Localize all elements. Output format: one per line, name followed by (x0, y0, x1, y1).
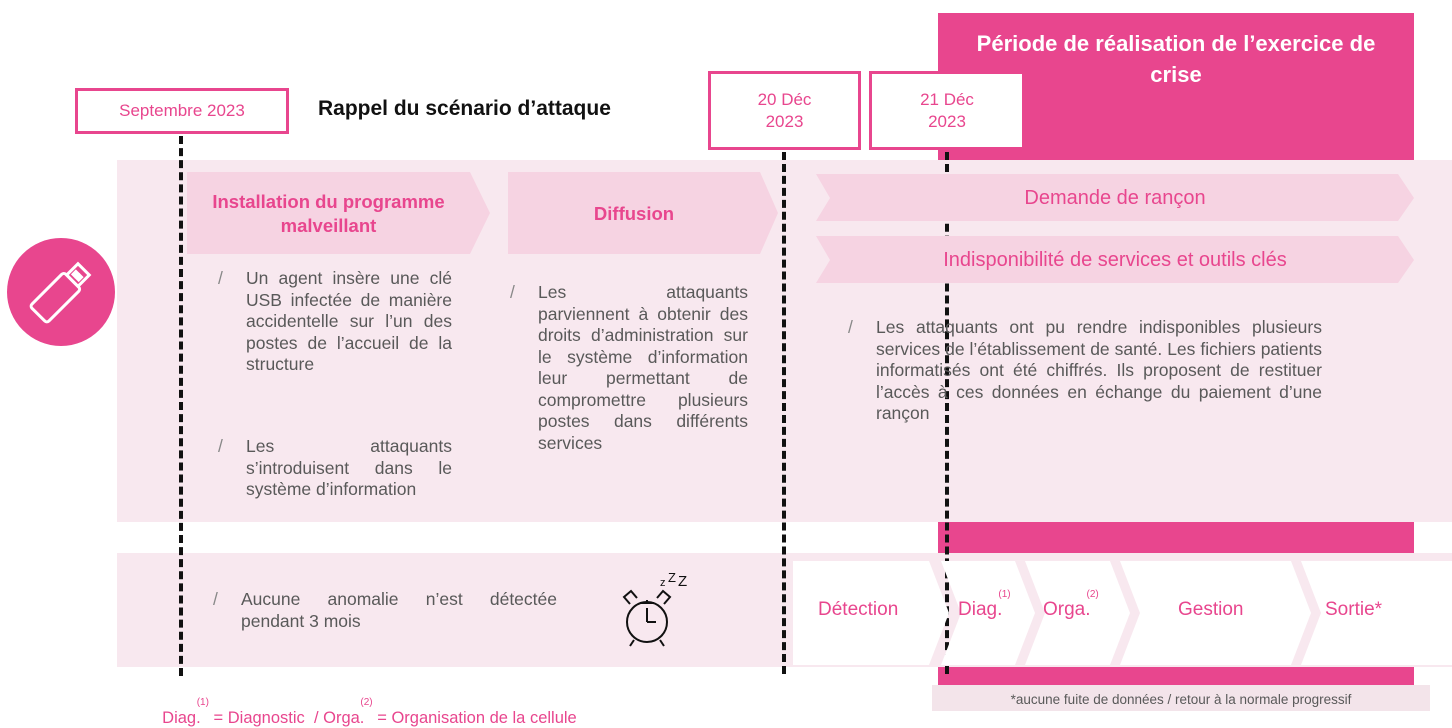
timeline-marker-20-dec (782, 152, 786, 674)
footnote-right: *aucune fuite de données / retour à la n… (1010, 692, 1352, 707)
exercise-period-title: Période de réalisation de l’exercice de … (976, 31, 1376, 87)
installation-arrow (187, 172, 490, 254)
exercise-band-bottom (938, 667, 1414, 685)
bullet-text: Les attaquants parviennent à obtenir des… (538, 282, 748, 453)
usb-key-icon (7, 238, 115, 346)
indispo-arrow (816, 236, 1414, 283)
rancon-label: Demande de rançon (1024, 187, 1206, 209)
bullet-rancon-1: / Les attaquants ont pu rendre indisponi… (848, 317, 1322, 425)
exercise-band-mid (938, 522, 1414, 553)
bullet-installation-2: / Les attaquants s’introduisent dans le … (218, 436, 452, 501)
timeline-marker-september (179, 136, 183, 676)
bullet-mark: / (218, 436, 223, 456)
bullet-text: Les attaquants ont pu rendre indisponibl… (876, 317, 1322, 423)
svg-text:z: z (660, 577, 666, 589)
indispo-label: Indisponibilité de services et outils cl… (943, 249, 1287, 271)
step-gestion: Gestion (1178, 599, 1244, 620)
sleeping-alarm-clock-icon: z Z Z (622, 572, 687, 647)
step-orga-label: Orga. (1043, 599, 1091, 620)
page-title: Rappel du scénario d’attaque (318, 97, 611, 120)
footnote-diag-sup: (1) (196, 697, 209, 708)
date-20-dec-label: 20 Déc 2023 (757, 89, 812, 131)
diffusion-label: Diffusion (593, 203, 675, 224)
step-orga: Orga.(2) (1043, 589, 1099, 621)
step-detection: Détection (818, 599, 899, 620)
footnote-right-box (932, 685, 1430, 711)
step-diag-sup: (1) (998, 589, 1011, 600)
step-orga-sup: (2) (1086, 589, 1099, 600)
timeline-marker-21-dec (945, 152, 949, 674)
bullet-mark: / (213, 589, 218, 609)
rancon-arrow (816, 174, 1414, 221)
footnote-orga-def: = Organisation de la cellule (372, 709, 577, 727)
step-diag: Diag.(1) (958, 589, 1011, 621)
footnote-diag-def: = Diagnostic / (208, 709, 324, 727)
footnote-orga: Orga. (323, 709, 365, 727)
step-chevrons (793, 561, 1452, 665)
step-diag-label: Diag. (958, 599, 1003, 620)
bullet-mark: / (510, 282, 515, 302)
date-20-dec: 20 Déc 2023 (708, 71, 861, 150)
diffusion-arrow (508, 172, 778, 254)
footnote-diag: Diag. (162, 709, 201, 727)
date-21-dec: 21 Déc 2023 (869, 71, 1025, 150)
svg-text:Z: Z (678, 573, 687, 590)
bullet-mark: / (848, 317, 853, 337)
installation-label: Installation du programme malveillant (212, 191, 445, 236)
footnote-left: Diag.(1) = Diagnostic / Orga.(2) = Organ… (153, 690, 577, 728)
footnote-orga-sup: (2) (360, 697, 373, 708)
bullet-text: Un agent insère une clé USB infectée de … (246, 268, 452, 374)
bullet-diffusion-1: / Les attaquants parviennent à obtenir d… (510, 282, 748, 454)
bullet-text: Aucune anomalie n’est détectée pendant 3… (241, 589, 557, 631)
date-september: Septembre 2023 (75, 88, 289, 134)
bullet-no-anomaly: / Aucune anomalie n’est détectée pendant… (213, 589, 557, 632)
svg-text:Z: Z (668, 572, 676, 585)
bullet-mark: / (218, 268, 223, 288)
step-sortie: Sortie* (1325, 599, 1383, 620)
bullet-installation-1: / Un agent insère une clé USB infectée d… (218, 268, 452, 376)
date-21-dec-label: 21 Déc 2023 (920, 89, 974, 131)
bullet-text: Les attaquants s’introduisent dans le sy… (246, 436, 452, 499)
